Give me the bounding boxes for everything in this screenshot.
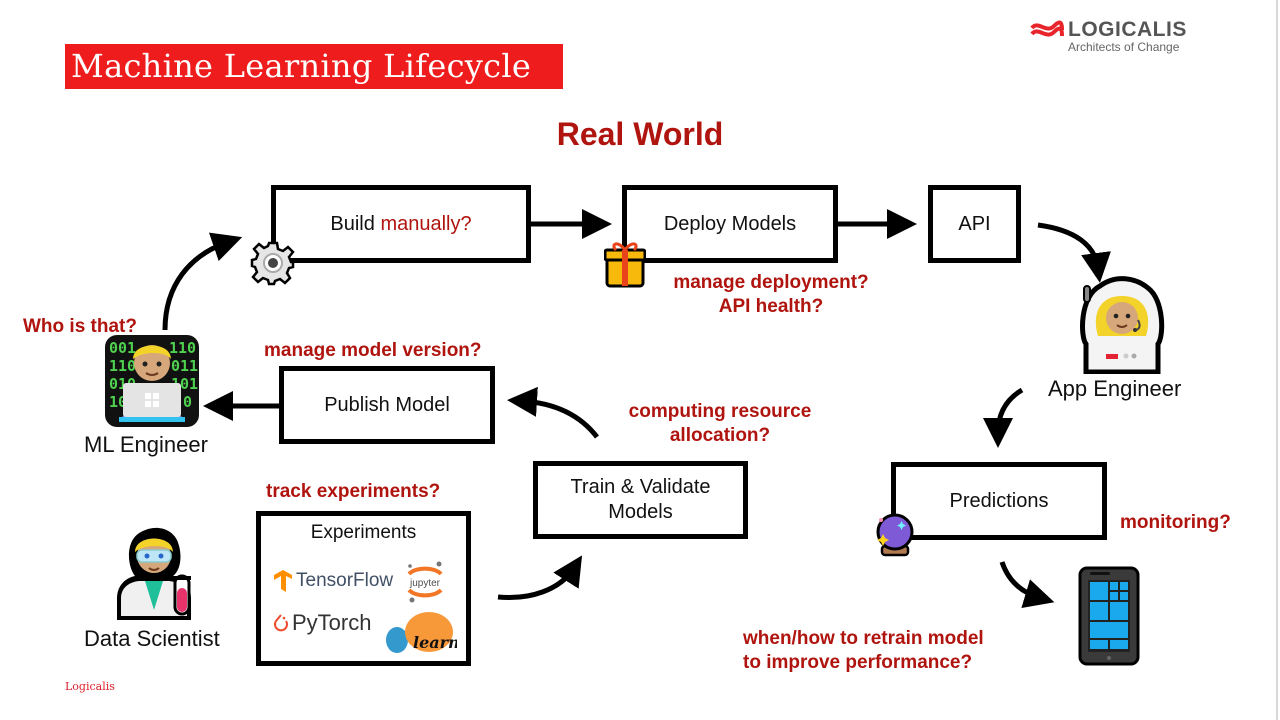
- pytorch-logo: PyTorch: [273, 610, 371, 635]
- pytorch-icon: [274, 613, 288, 631]
- jupyter-icon: jupyter: [407, 561, 443, 603]
- svg-text:001: 001: [109, 339, 136, 357]
- footer-brand: Logicalis: [65, 680, 115, 693]
- scikit-learn-label: learn: [413, 633, 457, 652]
- svg-text:011: 011: [171, 357, 198, 375]
- tensorflow-label: TensorFlow: [296, 570, 394, 591]
- astronaut-icon: [1080, 276, 1165, 374]
- logicalis-logo: LOGICALIS Architects of Change: [1030, 18, 1210, 60]
- api-box: API: [928, 185, 1021, 263]
- arrow-app-engineer-to-predictions: [983, 387, 1024, 448]
- gear-icon: [250, 241, 295, 286]
- deployment-question-line2: API health?: [718, 296, 824, 317]
- pytorch-label: PyTorch: [292, 610, 372, 635]
- arrow-api-to-app-engineer: [1037, 222, 1111, 283]
- svg-text:10: 10: [109, 393, 127, 411]
- arrow-train-to-publish: [507, 386, 599, 439]
- retrain-question: when/how to retrain model to improve per…: [743, 627, 984, 675]
- retrain-question-line2: to improve performance?: [743, 652, 973, 673]
- tensorflow-logo: TensorFlow: [273, 568, 393, 593]
- who-is-that-question: Who is that?: [23, 316, 137, 337]
- experiments-question: track experiments?: [266, 481, 441, 502]
- deployment-question: manage deployment? API health?: [660, 271, 882, 319]
- svg-text:110: 110: [109, 357, 136, 375]
- logo-name: LOGICALIS: [1068, 18, 1187, 41]
- scientist-icon: [117, 527, 191, 620]
- scikit-learn-logo: learn: [385, 612, 460, 656]
- compute-question: computing resource allocation?: [616, 400, 824, 448]
- build-box: Build manually?: [271, 185, 531, 263]
- experiments-title: Experiments: [310, 522, 417, 543]
- arrow-predictions-to-phone: [999, 561, 1055, 609]
- scikit-learn-icon: learn: [386, 612, 460, 653]
- logicalis-swirl-icon: [1030, 20, 1064, 37]
- app-engineer-label: App Engineer: [1048, 376, 1182, 401]
- build-label: Build: [330, 212, 375, 235]
- api-label: API: [958, 212, 991, 235]
- ml-engineer-label: ML Engineer: [84, 432, 208, 457]
- slide-edge-divider: [1276, 0, 1278, 720]
- train-validate-label-line2: Models: [608, 501, 673, 523]
- publish-model-box: Publish Model: [279, 366, 495, 444]
- compute-question-line1: computing resource: [628, 401, 812, 422]
- train-validate-label-line1: Train & Validate: [570, 476, 711, 498]
- data-scientist-label: Data Scientist: [84, 626, 220, 651]
- train-validate-box: Train & Validate Models: [533, 461, 748, 539]
- arrow-experiments-to-train: [497, 555, 583, 601]
- jupyter-label: jupyter: [409, 578, 441, 589]
- predictions-box: Predictions: [891, 462, 1107, 540]
- build-label-highlight: manually?: [380, 212, 472, 235]
- monitoring-question: monitoring?: [1120, 512, 1231, 533]
- section-title: Real World: [556, 116, 724, 152]
- model-version-question: manage model version?: [264, 340, 482, 361]
- arrow-ml-engineer-to-build: [162, 232, 243, 331]
- tensorflow-icon: [274, 569, 292, 592]
- deploy-models-label: Deploy Models: [663, 212, 797, 235]
- mobile-phone-icon: [1078, 566, 1140, 666]
- retrain-question-line1: when/how to retrain model: [743, 628, 984, 649]
- crystal-ball-icon: [876, 513, 914, 557]
- logo-tagline: Architects of Change: [1068, 40, 1180, 54]
- svg-text:110: 110: [169, 339, 196, 357]
- gift-icon: [604, 242, 646, 288]
- experiments-box: Experiments TensorFlow PyTorch jupyter l…: [256, 511, 471, 666]
- jupyter-logo: jupyter: [403, 560, 447, 604]
- predictions-label: Predictions: [949, 489, 1049, 512]
- page-title: Machine Learning Lifecycle: [65, 44, 563, 89]
- compute-question-line2: allocation?: [669, 425, 771, 446]
- publish-model-label: Publish Model: [324, 393, 450, 416]
- deployment-question-line1: manage deployment?: [673, 272, 869, 293]
- deploy-models-box: Deploy Models: [622, 185, 838, 263]
- svg-text:0: 0: [183, 393, 192, 411]
